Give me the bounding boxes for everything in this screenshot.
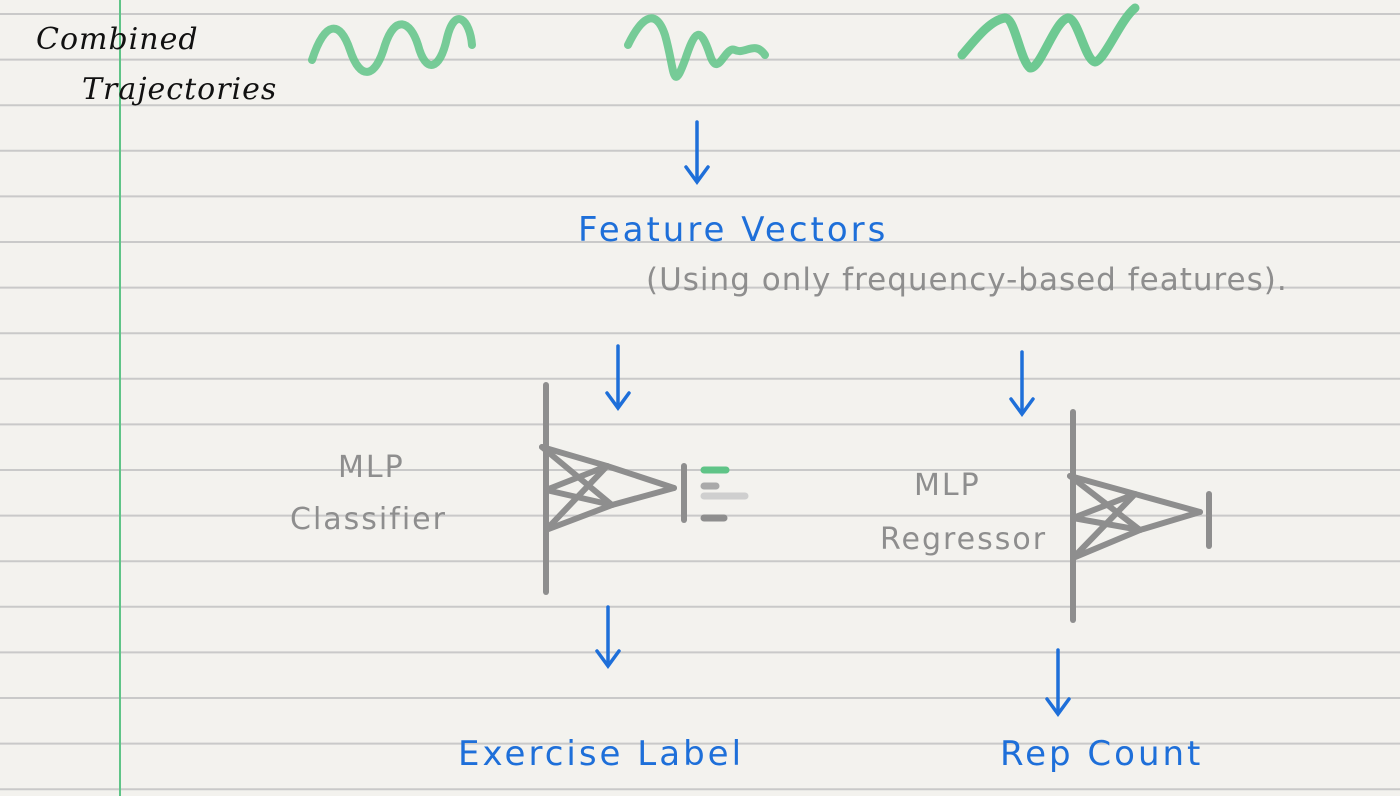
regressor-label-line-2: Regressor: [880, 522, 1048, 557]
ruled-lines: [0, 13, 1400, 791]
class-probability-bars: [700, 466, 749, 522]
classifier-network-icon: [539, 382, 687, 595]
trajectory-wave-3: [957, 3, 1140, 73]
title-line-2: Trajectories: [82, 72, 278, 107]
arrow-to-rep-count: [1045, 648, 1071, 717]
regressor-network-icon: [1067, 409, 1212, 623]
regressor-label-line-1: MLP: [914, 468, 981, 503]
arrow-to-features: [684, 120, 710, 185]
trajectory-wave-1: [308, 15, 476, 76]
classifier-label-line-2: Classifier: [290, 502, 447, 537]
title-line-1: Combined: [36, 22, 199, 57]
arrow-to-exercise-label: [595, 605, 621, 669]
arrow-to-classifier: [605, 344, 631, 411]
feature-vectors-note: (Using only frequency-based features).: [646, 262, 1288, 298]
arrow-to-regressor: [1009, 350, 1035, 417]
feature-vectors-label: Feature Vectors: [578, 210, 889, 250]
classifier-label-line-1: MLP: [338, 450, 405, 485]
exercise-label-output: Exercise Label: [458, 734, 745, 774]
rep-count-output: Rep Count: [1000, 734, 1204, 774]
trajectory-wave-2: [624, 14, 769, 81]
